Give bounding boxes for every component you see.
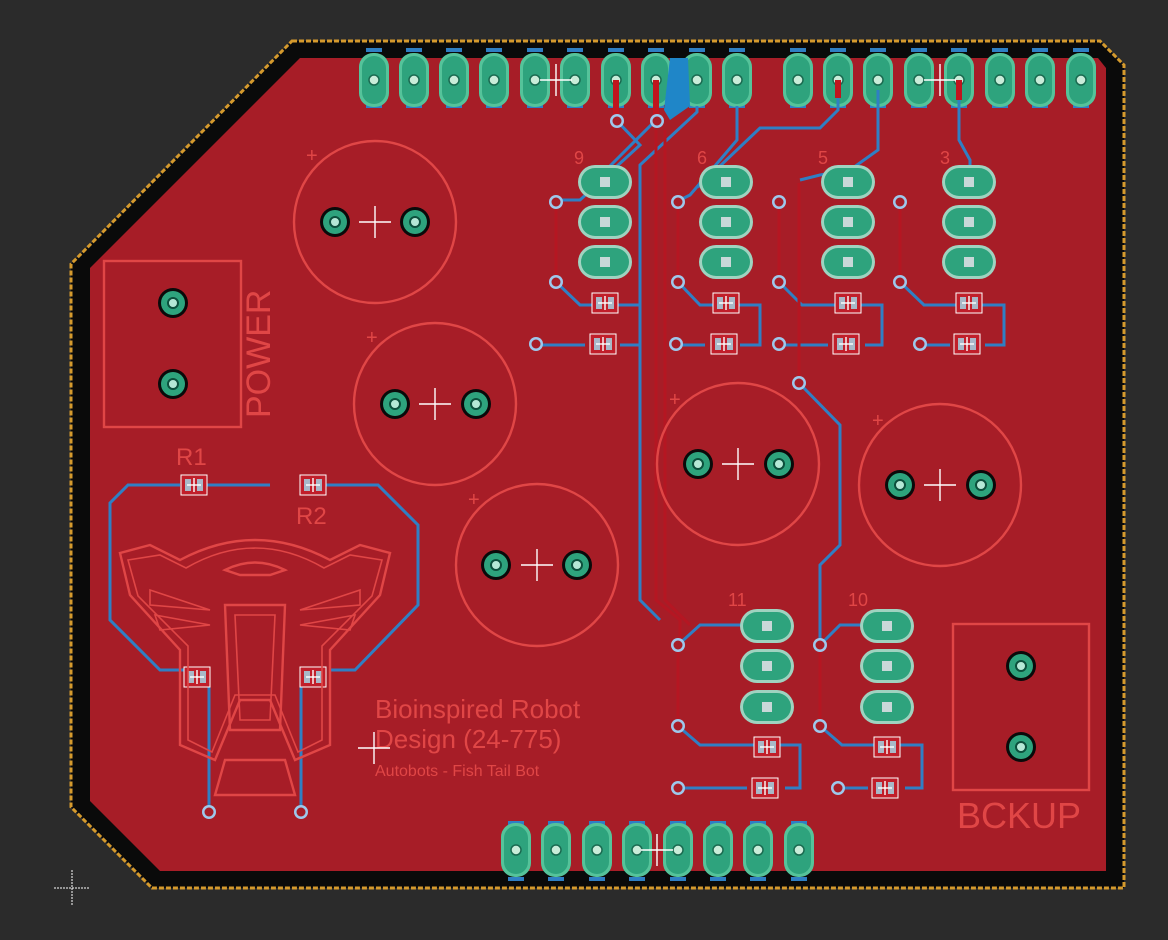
servo-10[interactable]: 10 [848, 590, 914, 799]
servo-5-label: 5 [818, 148, 828, 168]
svg-text:+: + [669, 389, 681, 411]
r1-label: R1 [176, 444, 207, 471]
servo-6[interactable]: 6 [697, 148, 753, 355]
power-connector[interactable]: POWER [102, 259, 278, 429]
servo-3[interactable]: 3 [940, 148, 996, 355]
capacitor-c1[interactable]: + [292, 139, 458, 305]
svg-text:+: + [872, 410, 884, 432]
svg-text:+: + [306, 145, 318, 167]
title-line-1: Bioinspired Robot [375, 694, 581, 724]
resistor-r2[interactable]: R2 [296, 474, 327, 530]
backup-connector[interactable]: BCKUP [951, 622, 1091, 836]
capacitor-c4[interactable]: + [655, 381, 821, 547]
servo-9-label: 9 [574, 148, 584, 168]
capacitor-c2[interactable]: + [352, 321, 518, 487]
power-label: POWER [240, 290, 278, 418]
svg-text:+: + [468, 489, 480, 511]
servo-11-label: 11 [728, 590, 747, 610]
board-title-block: Bioinspired Robot Design (24-775) Autobo… [357, 694, 581, 780]
capacitor-c3[interactable]: + [454, 482, 620, 648]
resistor-r1[interactable]: R1 [176, 444, 208, 496]
servo-10-label: 10 [848, 590, 868, 610]
autobot-insignia-icon [118, 538, 392, 797]
servo-5[interactable]: 5 [818, 148, 875, 355]
svg-text:+: + [366, 327, 378, 349]
crosshair-icon [54, 870, 90, 906]
servo-6-label: 6 [697, 148, 707, 168]
bottom-header-pins[interactable] [500, 821, 815, 881]
capacitor-c5[interactable]: + [857, 402, 1023, 568]
servo-3-label: 3 [940, 148, 950, 168]
r2-label: R2 [296, 503, 327, 530]
subtitle: Autobots - Fish Tail Bot [375, 763, 540, 780]
servo-9[interactable]: 9 [574, 148, 632, 355]
title-line-2: Design (24-775) [375, 724, 561, 754]
backup-label: BCKUP [957, 795, 1081, 836]
servo-11[interactable]: 11 [728, 590, 794, 799]
